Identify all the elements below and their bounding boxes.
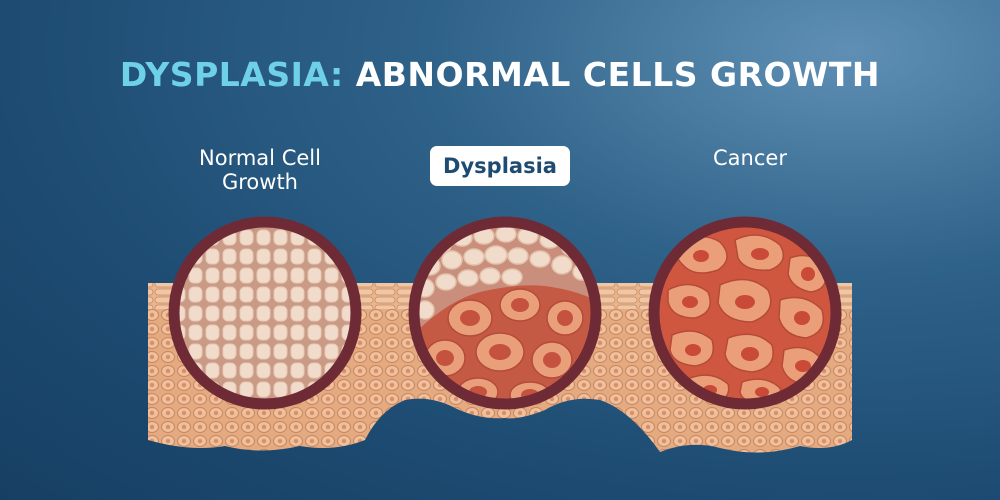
normal-cell-growth-label: Normal Cell Growth [160, 146, 360, 194]
normal-cells-lens [168, 216, 362, 410]
title-main: ABNORMAL CELLS GROWTH [355, 55, 881, 94]
page-title: DYSPLASIA: ABNORMAL CELLS GROWTH [0, 55, 1000, 94]
normal-label-line1: Normal Cell [199, 146, 321, 170]
dysplasia-label-badge: Dysplasia [430, 146, 570, 186]
cancer-label: Cancer [713, 146, 787, 170]
normal-label-line2: Growth [221, 170, 298, 194]
title-accent: DYSPLASIA: [119, 55, 344, 94]
cancer-cells-lens [648, 216, 842, 410]
dysplasia-cells-lens [408, 216, 602, 410]
